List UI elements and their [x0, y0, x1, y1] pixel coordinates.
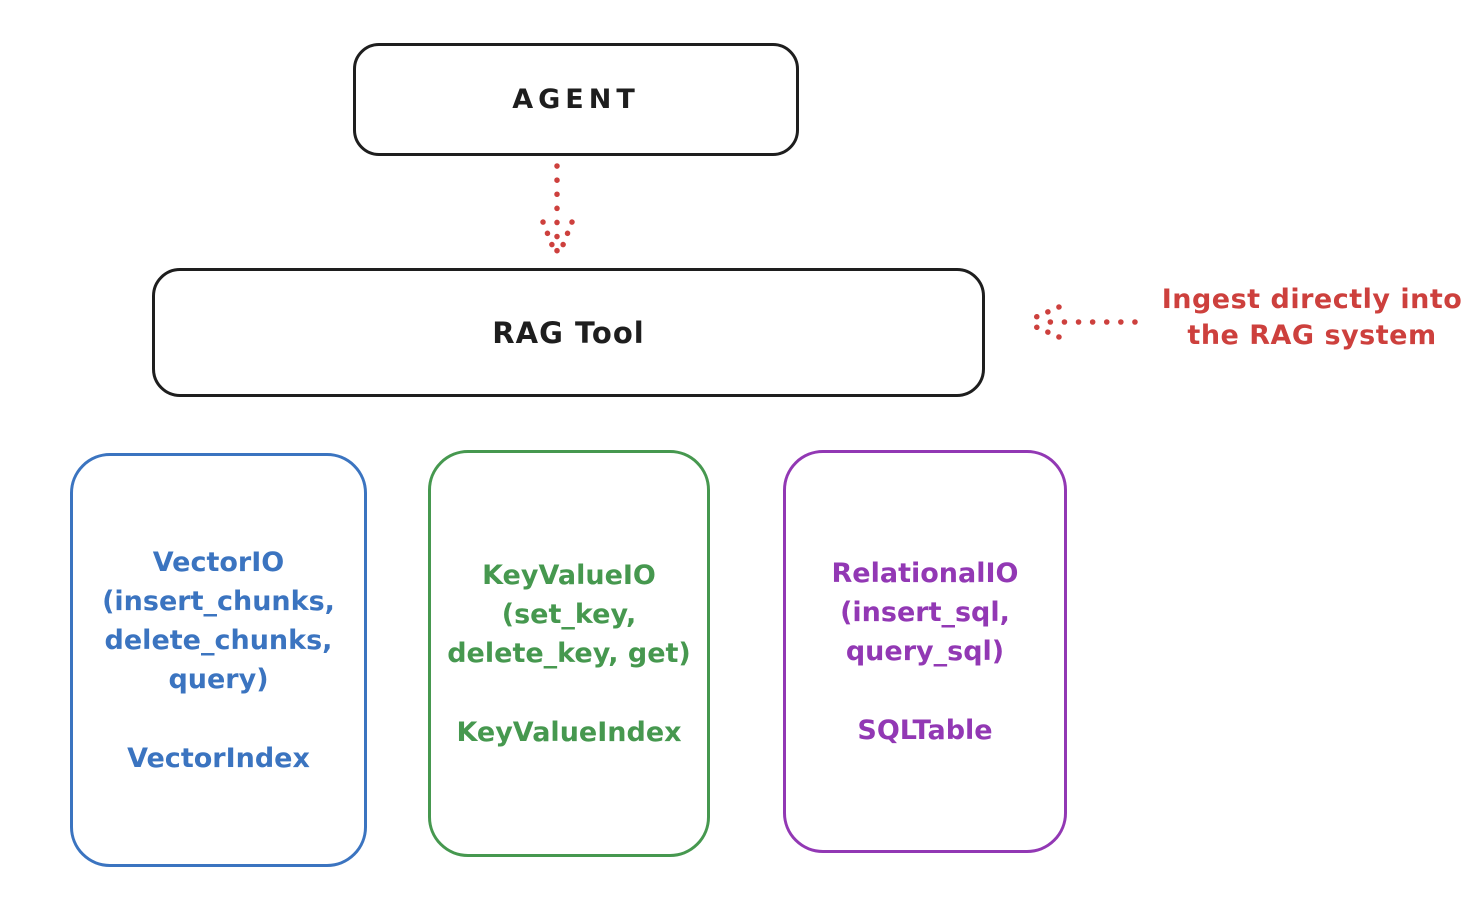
- vector-io-line: VectorIO: [152, 546, 285, 578]
- vector-io-box: VectorIO (insert_chunks, delete_chunks, …: [70, 453, 367, 867]
- keyvalue-index-label: KeyValueIndex: [456, 716, 682, 748]
- vector-io-line: query): [168, 663, 269, 695]
- vector-io-line: (insert_chunks,: [102, 585, 335, 617]
- agent-to-ragtool-arrow-icon: [540, 163, 575, 258]
- agent-box: AGENT: [353, 43, 799, 156]
- vector-io-signature: VectorIO (insert_chunks, delete_chunks, …: [102, 543, 335, 699]
- keyvalue-io-line: (set_key,: [501, 598, 637, 630]
- keyvalue-io-box: KeyValueIO (set_key, delete_key, get) Ke…: [428, 450, 710, 857]
- relational-io-line: query_sql): [845, 635, 1005, 667]
- relational-io-line: RelationalIO: [831, 557, 1019, 589]
- vector-io-line: delete_chunks,: [104, 624, 333, 656]
- keyvalue-io-signature: KeyValueIO (set_key, delete_key, get): [447, 556, 691, 673]
- agent-label: AGENT: [512, 84, 640, 115]
- relational-io-signature: RelationalIO (insert_sql, query_sql): [832, 554, 1019, 671]
- rag-tool-box: RAG Tool: [152, 268, 985, 397]
- ingest-annotation-line1: Ingest directly into: [1161, 284, 1463, 315]
- vector-index-label: VectorIndex: [127, 742, 310, 774]
- relational-io-line: (insert_sql,: [840, 596, 1010, 628]
- keyvalue-io-line: delete_key, get): [447, 637, 691, 669]
- relational-io-box: RelationalIO (insert_sql, query_sql) SQL…: [783, 450, 1067, 853]
- sql-table-label: SQLTable: [857, 714, 993, 746]
- keyvalue-io-line: KeyValueIO: [482, 559, 656, 591]
- ingest-annotation-arrow-icon: [1024, 304, 1138, 340]
- rag-tool-label: RAG Tool: [492, 315, 645, 350]
- ingest-annotation-line2: the RAG system: [1187, 320, 1437, 351]
- ingest-annotation: Ingest directly into the RAG system: [1138, 282, 1484, 354]
